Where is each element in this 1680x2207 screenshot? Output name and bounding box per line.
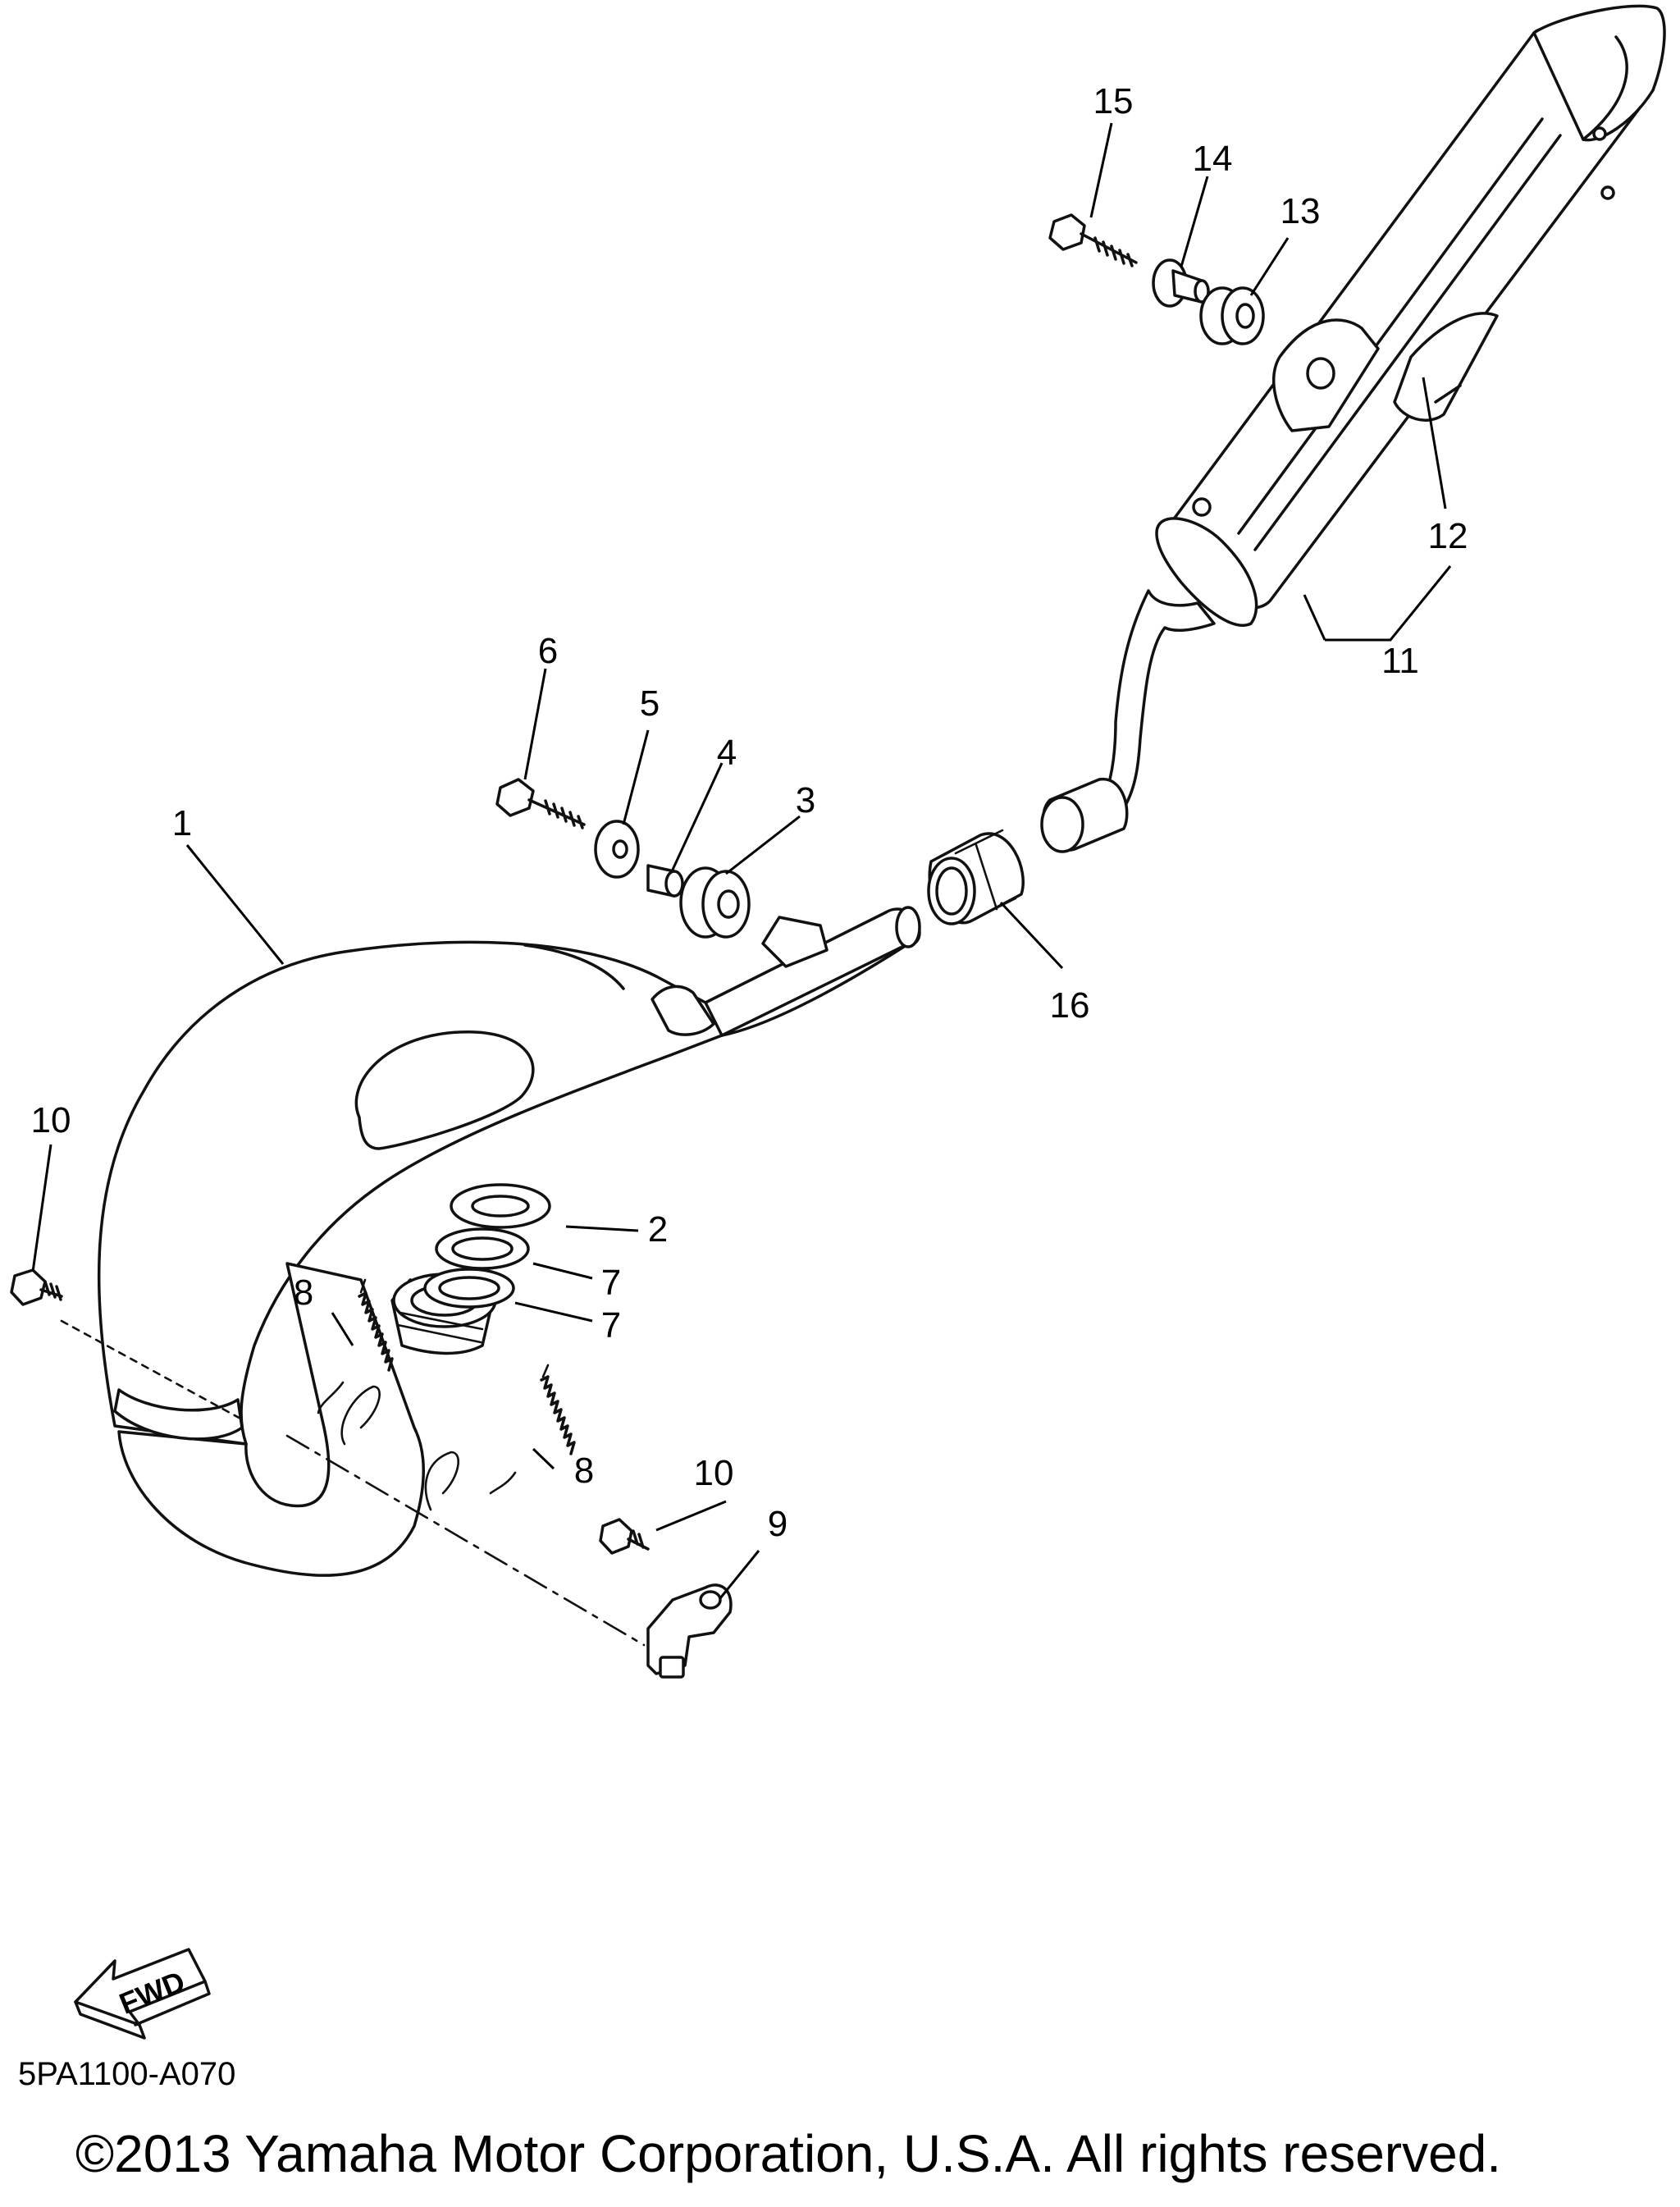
callout-15: 15 bbox=[1093, 81, 1134, 121]
copyright-notice: ©2013 Yamaha Motor Corporation, U.S.A. A… bbox=[75, 2124, 1502, 2183]
callout-1: 1 bbox=[172, 803, 192, 843]
callout-7a: 7 bbox=[601, 1263, 621, 1303]
forward-direction-arrow: FWD bbox=[74, 1948, 211, 2040]
callout-4: 4 bbox=[717, 733, 737, 773]
callout-12: 12 bbox=[1428, 516, 1468, 556]
callout-6: 6 bbox=[538, 631, 558, 671]
grommet-part-3 bbox=[679, 866, 751, 939]
callout-5: 5 bbox=[640, 683, 660, 724]
callout-11: 11 bbox=[1381, 641, 1419, 681]
joint-part-16 bbox=[927, 829, 1025, 925]
silencer-part-11 bbox=[1040, 4, 1666, 853]
o-ring-part-7-lower bbox=[423, 1268, 515, 1309]
spring-part-8-right bbox=[489, 1364, 576, 1495]
callout-8a: 8 bbox=[294, 1273, 313, 1313]
callout-13: 13 bbox=[1281, 191, 1321, 231]
callout-7b: 7 bbox=[601, 1305, 621, 1346]
callout-14: 14 bbox=[1193, 139, 1233, 179]
collar-part-4 bbox=[646, 864, 684, 898]
leader-lines bbox=[31, 122, 1452, 1599]
callout-2: 2 bbox=[648, 1209, 668, 1250]
grommet-part-13 bbox=[1199, 286, 1265, 345]
callout-16: 16 bbox=[1050, 985, 1090, 1026]
bolt-part-6 bbox=[495, 778, 586, 829]
bracket-part-9 bbox=[646, 1583, 733, 1679]
bolt-part-10-right bbox=[599, 1518, 650, 1555]
callout-8b: 8 bbox=[574, 1451, 594, 1491]
spring-part-8-left bbox=[317, 1278, 394, 1414]
callout-3: 3 bbox=[796, 780, 815, 820]
heat-guard-part-12 bbox=[1393, 312, 1499, 422]
washer-part-5 bbox=[594, 820, 640, 879]
bolt-part-15 bbox=[1048, 213, 1138, 267]
callout-10a: 10 bbox=[31, 1100, 71, 1140]
collar-part-14 bbox=[1152, 258, 1210, 308]
bolt-part-10-left bbox=[10, 1268, 63, 1306]
gasket-part-2 bbox=[450, 1183, 551, 1229]
callout-10b: 10 bbox=[694, 1453, 734, 1493]
callout-labels: 1 2 3 4 5 6 7 7 8 8 9 10 10 11 12 13 14 … bbox=[31, 81, 1468, 1544]
expansion-chamber-part-1 bbox=[97, 906, 921, 1577]
callout-9: 9 bbox=[768, 1504, 788, 1544]
o-ring-part-7-upper bbox=[435, 1227, 530, 1270]
diagram-code: 5PA1100-A070 bbox=[18, 2056, 236, 2092]
